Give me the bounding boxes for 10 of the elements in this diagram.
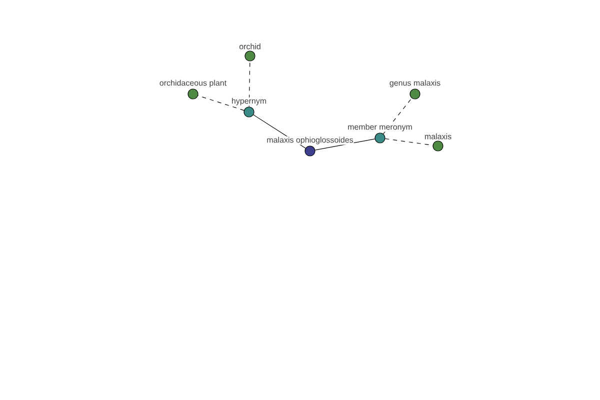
- node-label: member meronym: [347, 123, 413, 132]
- node-label: malaxis: [424, 132, 452, 140]
- node-label: orchidaceous plant: [158, 79, 228, 88]
- connector-line: [198, 95, 244, 111]
- connector-line: [248, 60, 250, 108]
- node-label: malaxis ophioglossoides: [266, 136, 354, 145]
- node-label: orchid: [238, 42, 262, 50]
- node-label: genus malaxis: [388, 79, 442, 88]
- connector-line: [382, 98, 412, 134]
- node-label: hypernym: [230, 97, 268, 106]
